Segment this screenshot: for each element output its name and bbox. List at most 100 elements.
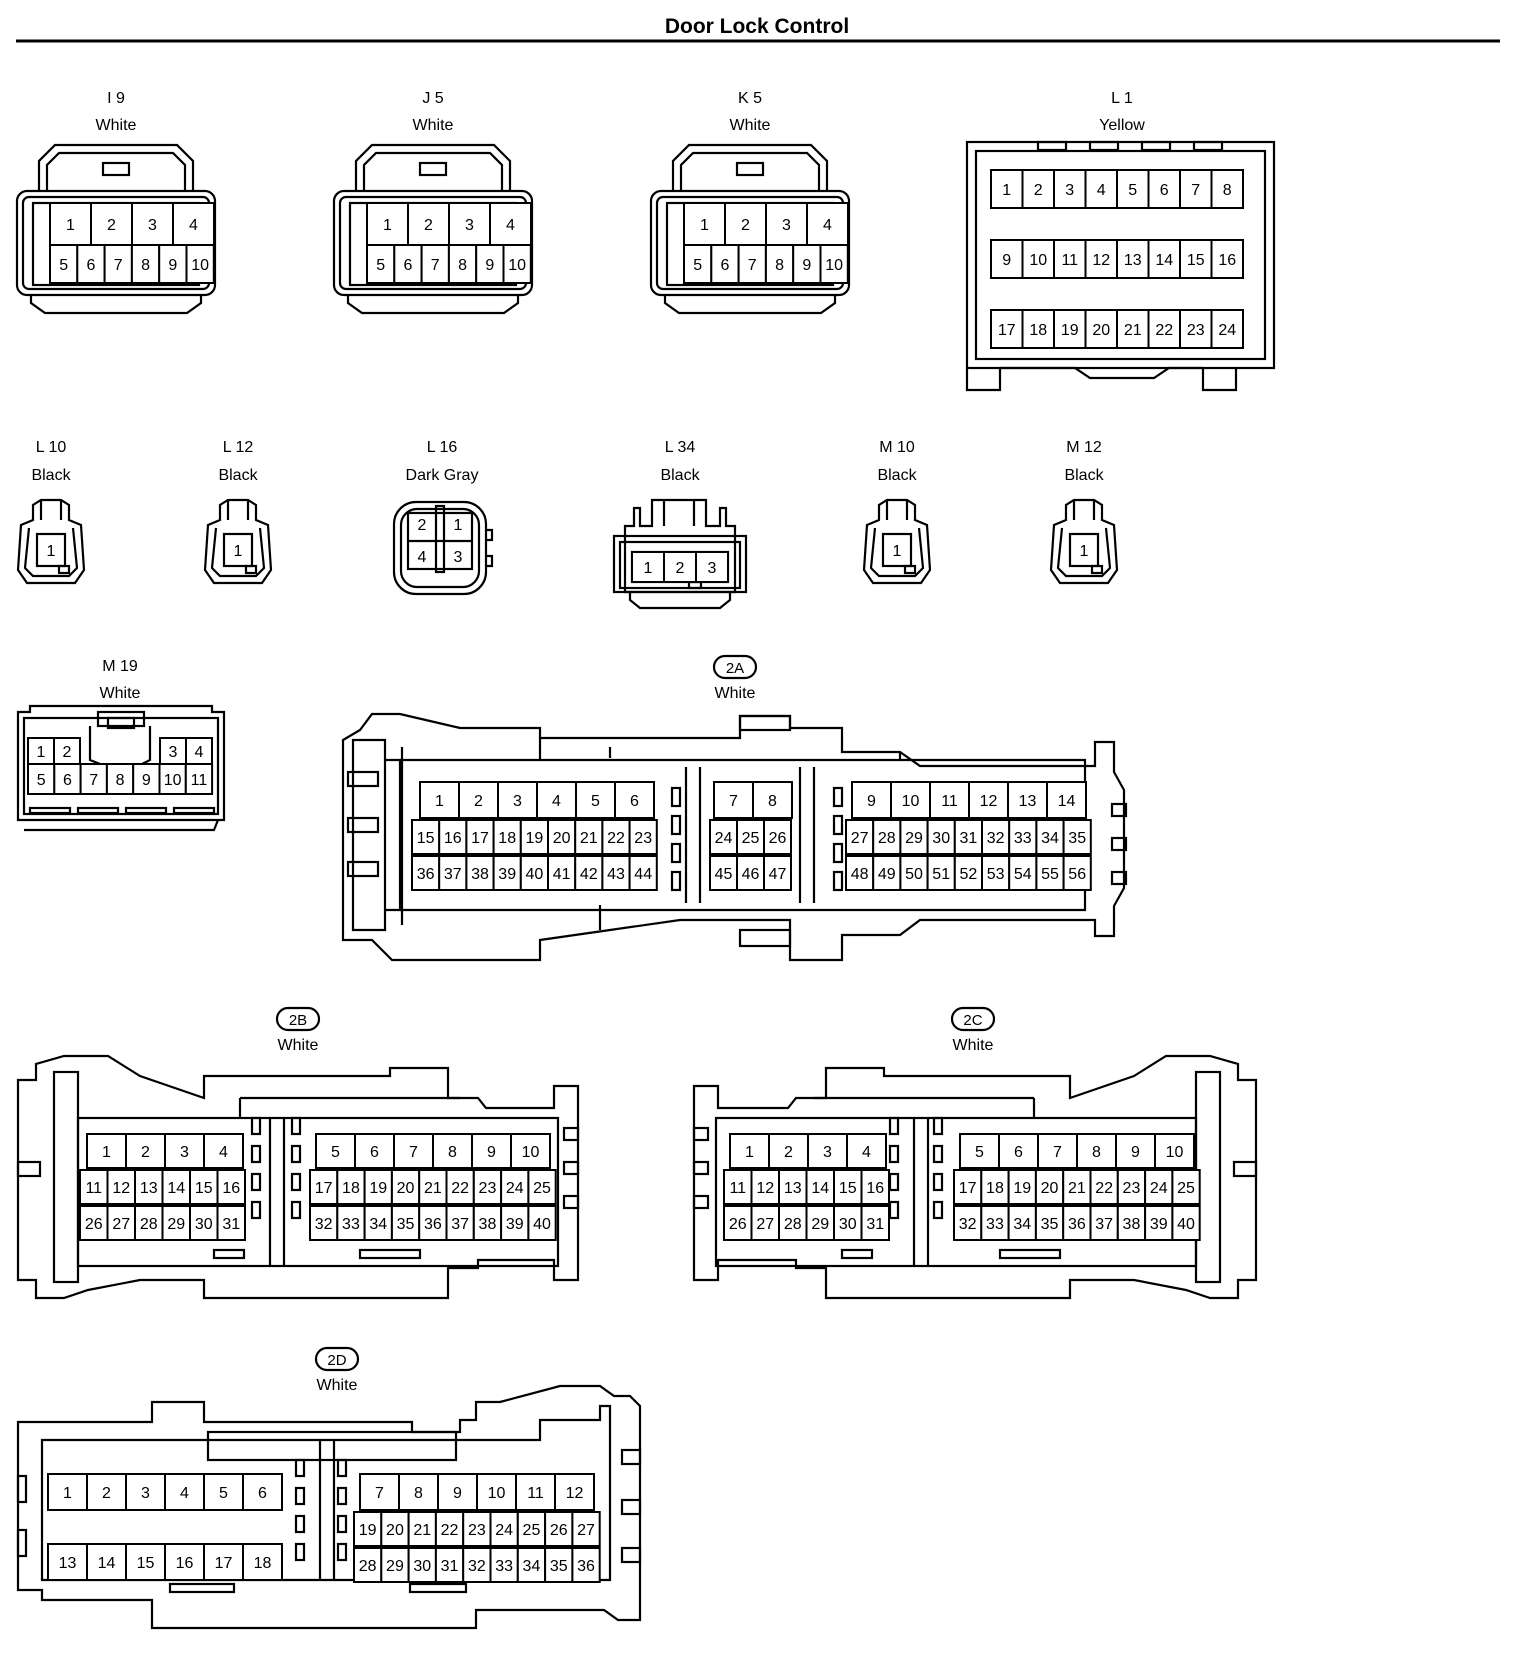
connector-code: L 12	[223, 439, 254, 456]
pin-number: 13	[784, 1180, 802, 1197]
pin-number: 44	[634, 866, 652, 883]
pin-number: 35	[550, 1558, 568, 1575]
pin-cell: 8	[752, 781, 793, 819]
pin-number: 6	[403, 257, 412, 274]
pin-cell: 10	[890, 781, 931, 819]
pin-cell: 19	[1007, 1169, 1037, 1205]
pin-cell: 16	[164, 1543, 205, 1581]
pin-cell: 21	[407, 1511, 437, 1547]
connector-code: L 34	[665, 439, 696, 456]
pin-cell: 1	[49, 202, 92, 246]
pin-cell: 3	[1053, 169, 1087, 209]
pin-number: 6	[370, 1144, 379, 1161]
pin-cell: 26	[763, 819, 792, 855]
pin-number: 3	[513, 793, 522, 810]
pin-number: 40	[526, 866, 544, 883]
pin-cell: 40	[1171, 1205, 1201, 1241]
pin-cell: 25	[527, 1169, 557, 1205]
pin-cell: 1	[683, 202, 726, 246]
pin-number: 7	[375, 1485, 384, 1502]
pin-cell: 1	[990, 169, 1024, 209]
pin-cell: 3	[131, 202, 174, 246]
connector-code: M 10	[879, 439, 915, 456]
pin-cell: 8	[447, 244, 478, 284]
pin-cell: 19	[1053, 309, 1087, 349]
pin-cell: 20	[547, 819, 577, 855]
pin-cell: 35	[390, 1205, 421, 1241]
pin-cell: 2	[86, 1473, 127, 1511]
pin-number: 11	[1061, 252, 1078, 269]
pin-cell: 5	[959, 1133, 1000, 1169]
pin-cell: 7	[393, 1133, 434, 1169]
pin-cell: 3	[765, 202, 808, 246]
pin-number: 12	[756, 1180, 774, 1197]
pin-number: 37	[444, 866, 462, 883]
pin-cell: 30	[189, 1205, 219, 1241]
pin-number: 29	[811, 1216, 829, 1233]
pin-number: 5	[219, 1485, 228, 1502]
pin-number: 13	[1019, 793, 1037, 810]
pin-cell: 29	[161, 1205, 191, 1241]
pin-number: 3	[169, 744, 178, 761]
pin-cell: 15	[411, 819, 441, 855]
connector-color: Dark Gray	[406, 467, 479, 484]
pin-number: 2	[784, 1144, 793, 1161]
pin-cell: 5	[49, 244, 79, 284]
pin-number: 28	[140, 1216, 158, 1233]
connector-l12: L 12 Black	[203, 439, 273, 585]
pin-number: 1	[234, 543, 243, 560]
pin-cell: 22	[445, 1169, 475, 1205]
pin-number: 9	[487, 1144, 496, 1161]
pin-number: 17	[315, 1180, 333, 1197]
pin-number: 10	[1166, 1144, 1184, 1161]
connector-l16: L 16 Dark Gray	[392, 439, 494, 596]
pin-number: 29	[905, 830, 923, 847]
pin-number: 9	[485, 257, 494, 274]
pin-number: 8	[141, 257, 150, 274]
pin-number: 33	[986, 1216, 1004, 1233]
pin-cell: 11	[929, 781, 970, 819]
pin-cell: 38	[465, 855, 495, 891]
pin-number: 20	[386, 1522, 404, 1539]
pin-number: 40	[1177, 1216, 1195, 1233]
pin-cell: 28	[872, 819, 902, 855]
pin-number: 20	[1041, 1180, 1059, 1197]
pin-cell: 18	[1021, 309, 1055, 349]
pin-number: 8	[458, 257, 467, 274]
pin-cell: 24	[1210, 309, 1244, 349]
pin-cell: 9	[990, 239, 1024, 279]
pin-number: 53	[987, 866, 1005, 883]
pin-number: 16	[222, 1180, 240, 1197]
pin-cell: 10	[1154, 1133, 1195, 1169]
pin-cell: 3	[448, 202, 491, 246]
pin-cell: 28	[778, 1205, 808, 1241]
pin-cell: 33	[336, 1205, 366, 1241]
pin-cell: 26	[544, 1511, 574, 1547]
connector-m10: M 10 Black	[862, 439, 932, 585]
pin-number: 1	[700, 217, 709, 234]
pin-number: 32	[315, 1216, 333, 1233]
pin-cell: 12	[968, 781, 1009, 819]
pin-number: 21	[424, 1180, 442, 1197]
pin-cell: 16	[216, 1169, 246, 1205]
pin-cell: 4	[1084, 169, 1118, 209]
pin-cell: 4	[172, 202, 215, 246]
pin-cell: 9	[437, 1473, 478, 1511]
pin-number: 3	[180, 1144, 189, 1161]
connector-color: Yellow	[1099, 117, 1145, 134]
pin-cell: 56	[1062, 855, 1092, 891]
pin-cell: 15	[189, 1169, 219, 1205]
pin-cell: 9	[792, 244, 822, 284]
pin-cell: 37	[445, 1205, 475, 1241]
pin-number: 42	[580, 866, 598, 883]
connector-color: Black	[660, 467, 700, 484]
pin-cell: 6	[393, 244, 423, 284]
pin-number: 21	[580, 830, 598, 847]
pin-cell: 18	[336, 1169, 366, 1205]
connector-l10: L 10 Black	[16, 439, 86, 585]
pin-cell: 5	[366, 244, 396, 284]
pin-number: 16	[444, 830, 462, 847]
connector-code: M 12	[1066, 439, 1102, 456]
pin-number: 36	[577, 1558, 595, 1575]
pin-number: 49	[878, 866, 896, 883]
